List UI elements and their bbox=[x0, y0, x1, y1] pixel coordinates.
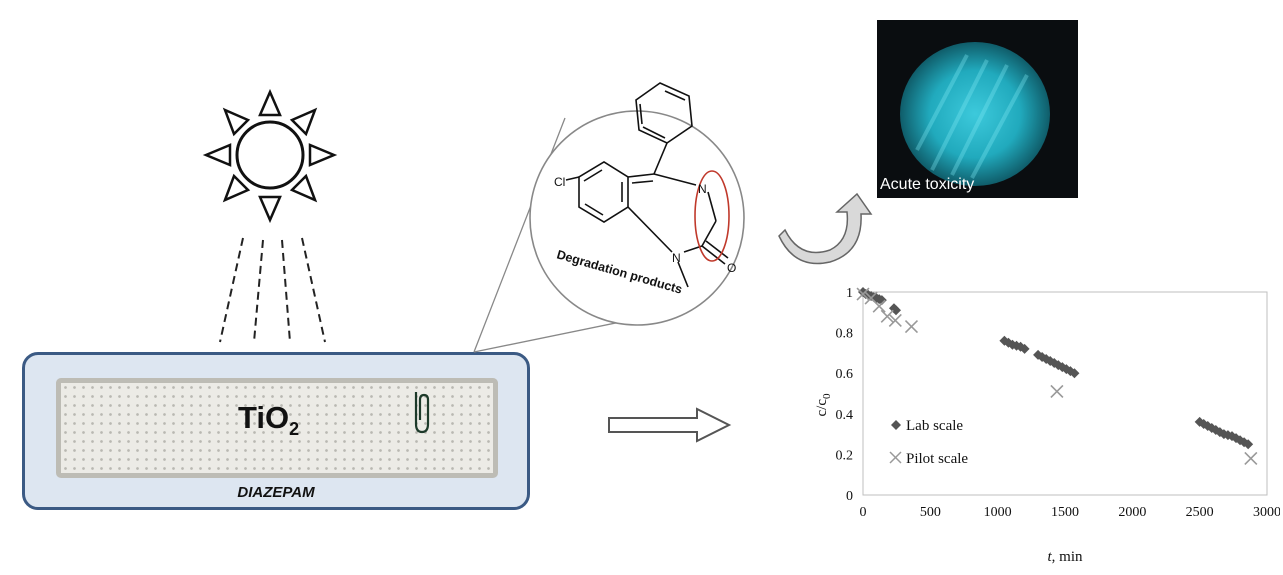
nitrogen-bottom-label: N bbox=[672, 251, 681, 265]
lab-scale-point bbox=[999, 335, 1010, 346]
tio2-label: TiO2 bbox=[238, 400, 299, 440]
x-axis-label-rest: , min bbox=[1052, 549, 1083, 565]
lab-scale-point bbox=[1226, 431, 1237, 442]
x-tick-label: 500 bbox=[920, 505, 941, 520]
pilot-scale-point bbox=[872, 299, 886, 313]
sun-ray-top bbox=[258, 88, 282, 117]
y-tick-label: 0.4 bbox=[836, 408, 854, 423]
tio2-main-text: TiO bbox=[238, 400, 290, 435]
paperclip-icon bbox=[414, 392, 430, 434]
legend: Lab scale Pilot scale bbox=[889, 418, 968, 467]
x-axis-label: t, min bbox=[1047, 549, 1083, 565]
lab-scale-point bbox=[1049, 358, 1060, 369]
lab-scale-point bbox=[876, 295, 887, 306]
light-beam-3 bbox=[281, 239, 291, 343]
sun-ray-top-right bbox=[289, 107, 318, 137]
pilot-scale-point bbox=[1244, 451, 1258, 466]
glow-disc bbox=[900, 42, 1050, 186]
pilot-scale-point bbox=[1050, 384, 1064, 399]
x-tick-label: 3000 bbox=[1253, 505, 1280, 520]
degradation-site-highlight bbox=[694, 170, 730, 262]
acute-toxicity-label: Acute toxicity bbox=[880, 176, 975, 193]
legend-pilot-label: Pilot scale bbox=[906, 451, 968, 467]
sun-disc bbox=[235, 120, 305, 190]
pilot-scale-point bbox=[856, 287, 870, 301]
chlorine-atom-label: Cl bbox=[554, 175, 565, 189]
lab-scale-point bbox=[1069, 368, 1080, 379]
y-axis-label-sub: 0 bbox=[821, 393, 833, 399]
lab-scale-point bbox=[1202, 420, 1213, 431]
molecule-circle bbox=[529, 110, 745, 326]
x-tick-label: 0 bbox=[860, 505, 867, 520]
sun-ray-bottom-right bbox=[289, 173, 318, 203]
y-tick-label: 0 bbox=[846, 489, 853, 504]
lab-scale-point bbox=[1214, 427, 1225, 438]
y-tick-label: 0.2 bbox=[836, 448, 854, 463]
x-tick-label: 1500 bbox=[1051, 505, 1079, 520]
pilot-scale-point bbox=[888, 313, 902, 327]
sun-ray-bottom-left bbox=[222, 173, 251, 203]
sun-ray-top-left bbox=[222, 107, 251, 137]
acute-toxicity-photo bbox=[877, 20, 1078, 198]
y-axis-label: c/c0 bbox=[814, 393, 833, 416]
x-tick-label: 1000 bbox=[984, 505, 1012, 520]
lab-scale-point bbox=[1019, 343, 1030, 354]
oxygen-atom-label: O bbox=[727, 261, 736, 275]
zoom-line-lower bbox=[473, 317, 641, 353]
sun-icon bbox=[202, 88, 338, 343]
y-tick-label: 0.8 bbox=[836, 327, 854, 342]
plot-area bbox=[862, 291, 1268, 496]
sun-ray-right bbox=[308, 143, 338, 167]
sun-ray-bottom bbox=[258, 195, 282, 224]
x-tick-label: 2000 bbox=[1118, 505, 1146, 520]
y-tick-label: 0.6 bbox=[836, 367, 854, 382]
light-beam-4 bbox=[301, 237, 326, 343]
sun-ray-left bbox=[202, 143, 232, 167]
light-beam-2 bbox=[253, 239, 264, 343]
lab-scale-point bbox=[1065, 366, 1076, 377]
legend-pilot-marker bbox=[889, 451, 902, 464]
y-axis-label-main: c/c bbox=[814, 399, 830, 417]
x-axis-label-italic: t bbox=[1047, 549, 1052, 565]
lab-scale-point bbox=[1041, 353, 1052, 364]
curved-arrow-icon bbox=[778, 192, 873, 265]
diazepam-structure bbox=[565, 82, 729, 288]
lab-scale-point bbox=[1061, 364, 1072, 375]
y-tick-label: 1 bbox=[846, 286, 853, 301]
right-arrow-icon bbox=[608, 407, 732, 443]
lab-scale-point bbox=[1015, 341, 1026, 352]
legend-lab-marker bbox=[891, 420, 901, 430]
legend-lab-label: Lab scale bbox=[906, 418, 963, 434]
lab-scale-point bbox=[1243, 439, 1254, 450]
lab-scale-point bbox=[890, 305, 901, 316]
tio2-subscript: 2 bbox=[289, 419, 300, 440]
light-beam-1 bbox=[219, 237, 244, 343]
lab-scale-point bbox=[1198, 418, 1209, 429]
pilot-scale-point bbox=[904, 319, 919, 334]
bioluminescence-image bbox=[900, 42, 1050, 186]
diazepam-label: DIAZEPAM bbox=[237, 484, 315, 501]
pilot-scale-point bbox=[880, 309, 894, 323]
lab-scale-point bbox=[1037, 351, 1048, 362]
x-tick-label: 2500 bbox=[1186, 505, 1214, 520]
nitrogen-top-label: N bbox=[698, 182, 707, 196]
lab-scale-point bbox=[1218, 429, 1229, 440]
lab-scale-point bbox=[1239, 437, 1250, 448]
